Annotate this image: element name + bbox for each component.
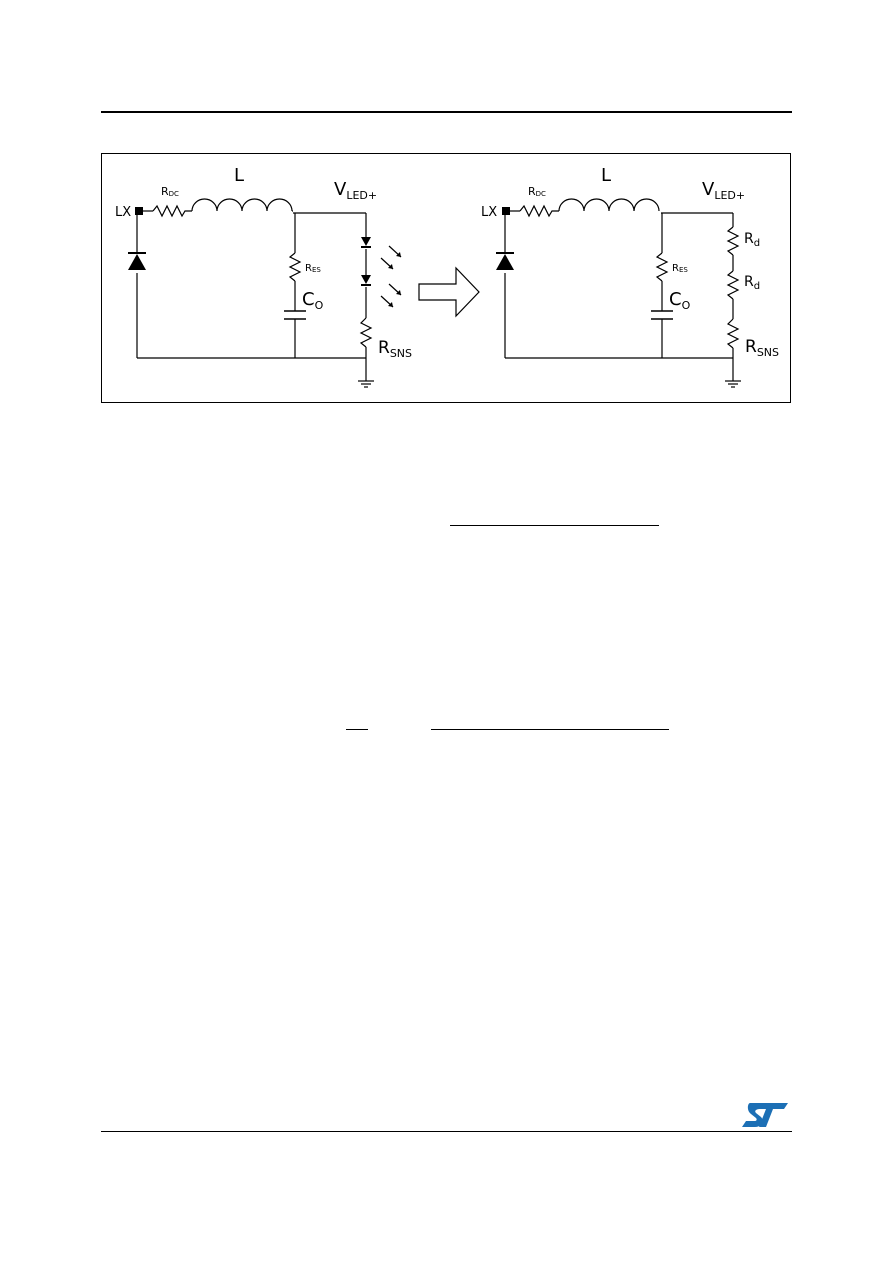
right-diode [496,254,514,270]
left-circuit-wires [136,198,402,388]
right-rsns-label: RSNS [745,337,779,359]
left-lx-node [135,207,143,215]
left-rsns-label: RSNS [378,338,412,360]
right-inductor-label: L [601,165,611,186]
left-rdc-resistor [152,204,192,218]
right-vled-label: VLED+ [702,179,745,202]
right-labels: LX RDC L VLED+ RES CO Rd Rd RSNS [481,165,779,359]
fraction-bar-2 [346,729,368,730]
led-1 [361,237,371,246]
right-rdc-label: RDC [528,185,546,198]
right-arrow-icon [418,266,480,318]
header-rule [101,111,792,113]
right-res-resistor [655,252,669,282]
left-lx-label: LX [115,205,131,220]
left-vled-label: VLED+ [334,179,377,202]
right-res-label: RES [672,263,688,274]
left-res-label: RES [305,263,321,274]
right-rd1-resistor [726,226,740,256]
footer-rule [101,1131,792,1132]
circuit-svg: LX RDC L VLED+ RES CO RSNS [115,165,779,388]
left-inductor-label: L [234,165,244,186]
right-lx-node [502,207,510,215]
left-res-resistor [288,252,302,282]
right-co-label: CO [669,289,691,312]
right-rsns-resistor [726,318,740,349]
left-diode [128,254,146,270]
left-inductor [191,198,293,212]
right-rdc-resistor [519,204,559,218]
circuit-figure: LX RDC L VLED+ RES CO RSNS [101,153,791,403]
right-rd2-resistor [726,270,740,300]
fraction-bar-1 [450,525,659,526]
left-labels: LX RDC L VLED+ RES CO RSNS [115,165,412,360]
right-lx-label: LX [481,205,497,220]
right-circuit-wires [504,198,741,388]
right-rd1-label: Rd [744,231,760,249]
left-rdc-label: RDC [161,185,179,198]
right-inductor [558,198,660,212]
right-circuit-solids [496,207,514,270]
right-rd2-label: Rd [744,274,760,292]
left-co-label: CO [302,289,324,312]
st-logo [742,1103,788,1127]
left-circuit-solids [128,207,401,307]
fraction-bar-3 [431,729,669,730]
left-rsns-resistor [359,317,373,348]
led-2 [361,275,371,284]
